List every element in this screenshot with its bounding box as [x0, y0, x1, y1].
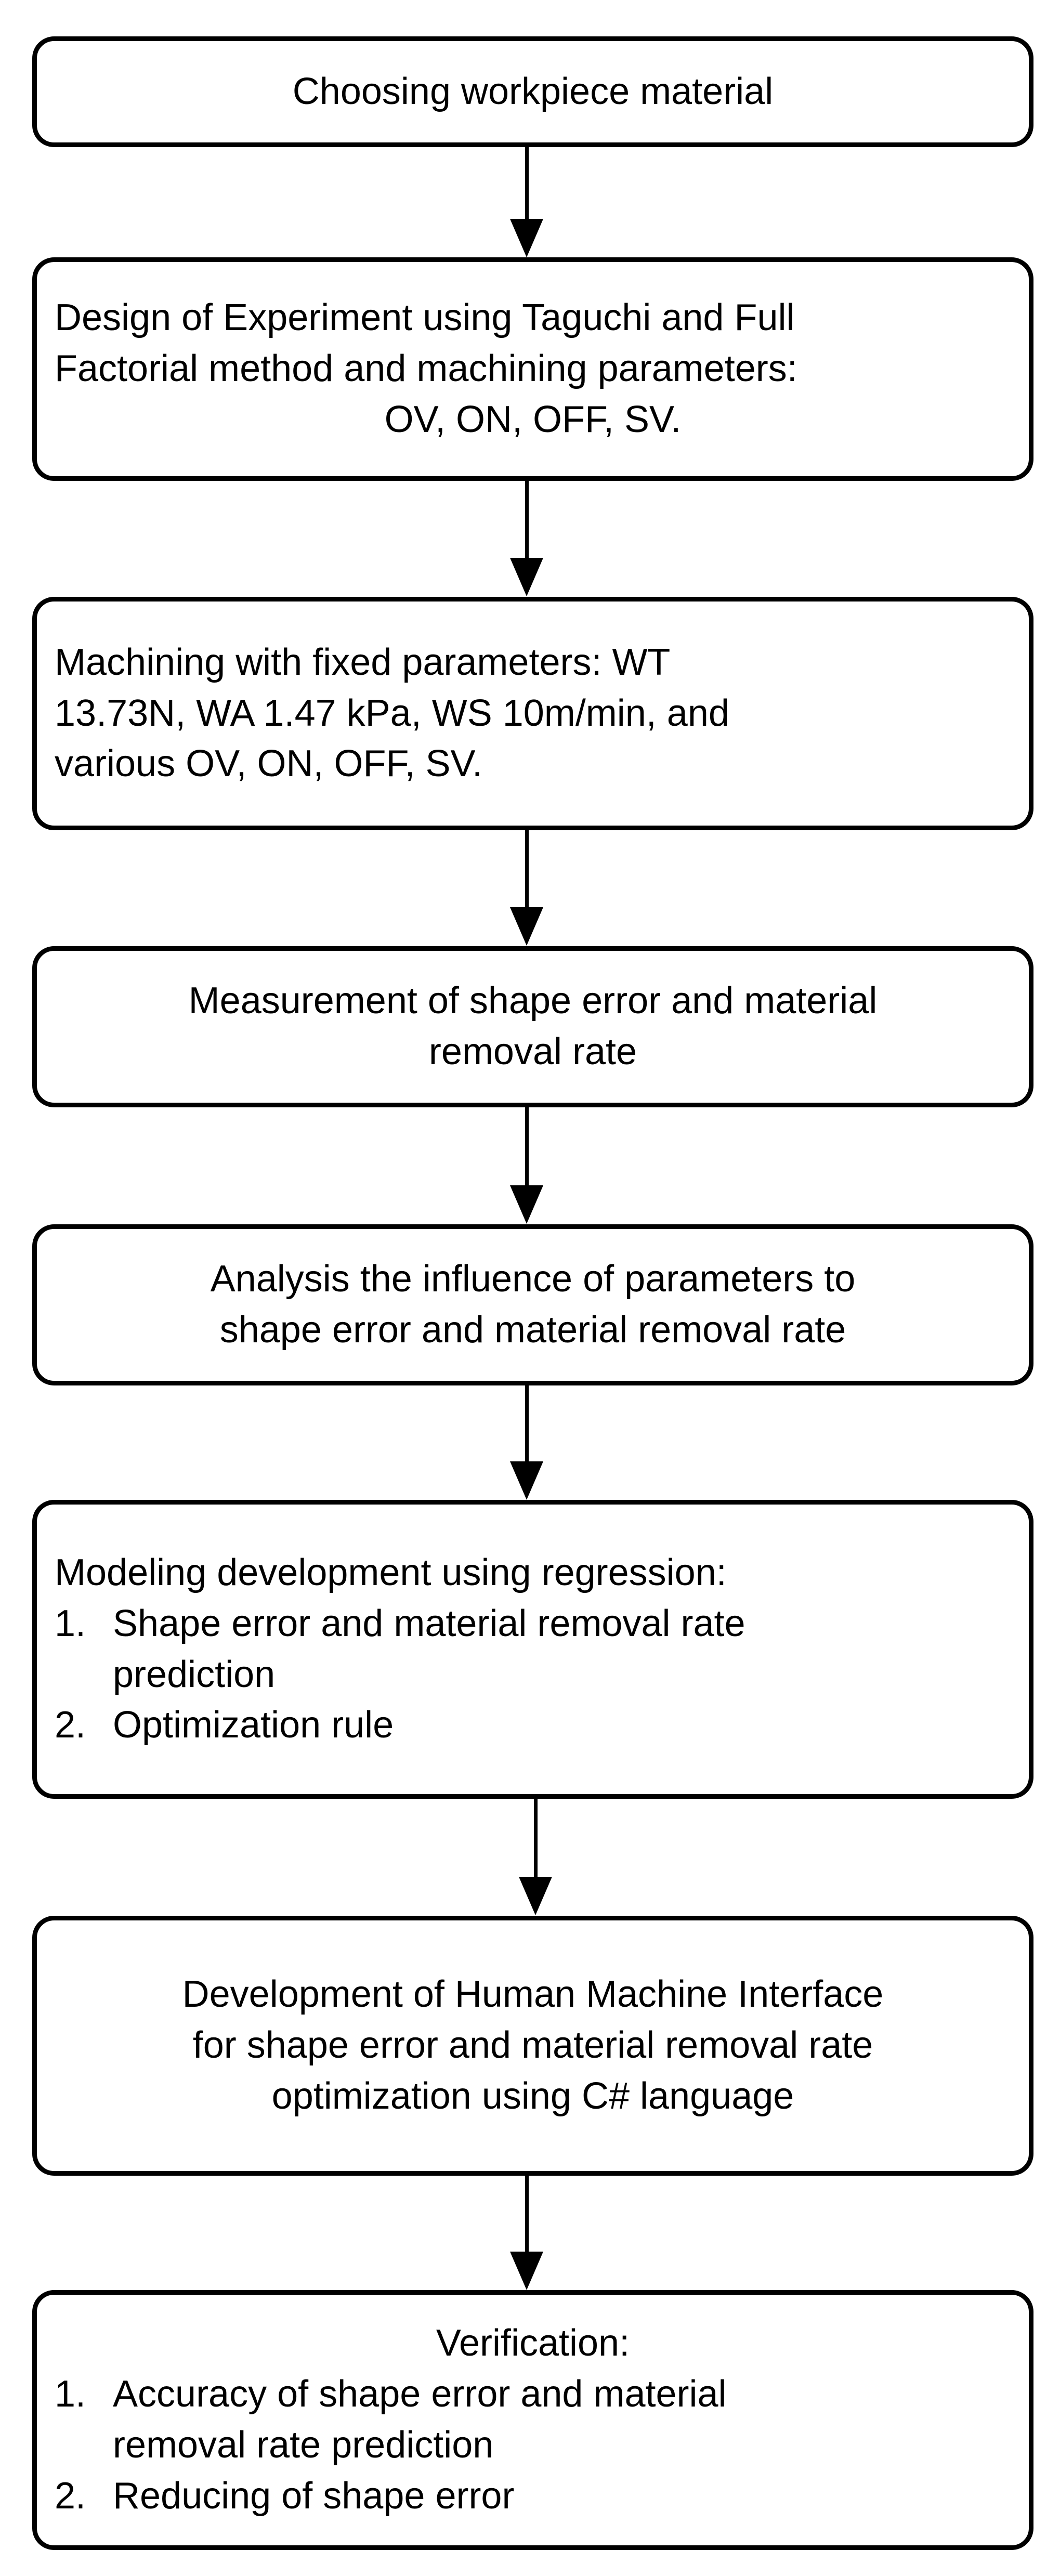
- arrowhead-icon: [510, 1185, 543, 1224]
- list-number: 1.: [55, 2373, 86, 2415]
- node-8-item-2-line-1: Reducing of shape error: [113, 2475, 515, 2517]
- node-6-item-1-line-1: Shape error and material removal rate: [113, 1602, 745, 1644]
- node-5-line-2: shape error and material removal rate: [219, 1309, 846, 1351]
- connector-stem: [525, 147, 529, 221]
- node-2-line-3: OV, ON, OFF, SV.: [384, 398, 682, 440]
- node-machining-with-fixed-parameters: Machining with fixed parameters: WT 13.7…: [32, 597, 1033, 830]
- node-analysis-of-parameter-influence: Analysis the influence of parameters to …: [32, 1224, 1033, 1385]
- arrowhead-icon: [510, 2252, 543, 2290]
- node-verification: Verification: 1. Accuracy of shape error…: [32, 2290, 1033, 2550]
- node-4-line-2: removal rate: [428, 1031, 637, 1073]
- node-6-item-2-line-1: Optimization rule: [113, 1704, 394, 1746]
- node-3-line-3: various OV, ON, OFF, SV.: [55, 743, 482, 785]
- node-6-list-item-1: 1. Shape error and material removal rate…: [55, 1599, 1011, 1701]
- list-number: 2.: [55, 1704, 86, 1746]
- node-7-line-3: optimization using C# language: [271, 2075, 794, 2117]
- arrowhead-icon: [510, 219, 543, 257]
- list-text: Accuracy of shape error and material rem…: [113, 2369, 1011, 2471]
- node-3-line-1: Machining with fixed parameters: WT: [55, 641, 671, 683]
- node-8-header: Verification:: [436, 2322, 630, 2364]
- node-measurement-of-shape-error: Measurement of shape error and material …: [32, 946, 1033, 1107]
- connector-stem: [533, 1799, 538, 1879]
- node-7-line-2: for shape error and material removal rat…: [192, 2024, 873, 2067]
- node-1-line-1: Choosing workpiece material: [292, 70, 774, 112]
- node-design-of-experiment: Design of Experiment using Taguchi and F…: [32, 257, 1033, 481]
- list-text: Optimization rule: [113, 1700, 1011, 1751]
- connector-stem: [525, 2176, 529, 2254]
- node-8-list-item-2: 2. Reducing of shape error: [55, 2471, 1011, 2522]
- node-8-list-item-1: 1. Accuracy of shape error and material …: [55, 2369, 1011, 2471]
- node-8-item-1-line-2: removal rate prediction: [113, 2424, 494, 2466]
- connector-stem: [525, 481, 529, 560]
- list-number: 1.: [55, 1602, 86, 1644]
- node-modeling-development: Modeling development using regression: 1…: [32, 1500, 1033, 1799]
- list-text: Reducing of shape error: [113, 2471, 1011, 2522]
- arrowhead-icon: [510, 558, 543, 596]
- node-5-line-1: Analysis the influence of parameters to: [210, 1258, 856, 1300]
- node-2-line-2: Factorial method and machining parameter…: [55, 348, 797, 390]
- list-number: 2.: [55, 2475, 86, 2517]
- list-text: Shape error and material removal rate pr…: [113, 1599, 1011, 1701]
- connector-stem: [525, 1107, 529, 1187]
- node-8-item-1-line-1: Accuracy of shape error and material: [113, 2373, 727, 2415]
- node-choosing-workpiece-material: Choosing workpiece material: [32, 36, 1033, 147]
- node-6-header: Modeling development using regression:: [55, 1551, 727, 1593]
- connector-stem: [525, 830, 529, 909]
- arrowhead-icon: [519, 1877, 552, 1915]
- arrowhead-icon: [510, 907, 543, 946]
- node-4-line-1: Measurement of shape error and material: [188, 980, 878, 1022]
- connector-stem: [525, 1385, 529, 1463]
- node-hmi-development: Development of Human Machine Interface f…: [32, 1916, 1033, 2176]
- node-6-item-1-line-2: prediction: [113, 1653, 276, 1695]
- node-7-line-1: Development of Human Machine Interface: [182, 1973, 884, 2016]
- node-3-line-2: 13.73N, WA 1.47 kPa, WS 10m/min, and: [55, 692, 729, 734]
- node-6-list-item-2: 2. Optimization rule: [55, 1700, 1011, 1751]
- node-2-line-1: Design of Experiment using Taguchi and F…: [55, 297, 795, 339]
- arrowhead-icon: [510, 1461, 543, 1500]
